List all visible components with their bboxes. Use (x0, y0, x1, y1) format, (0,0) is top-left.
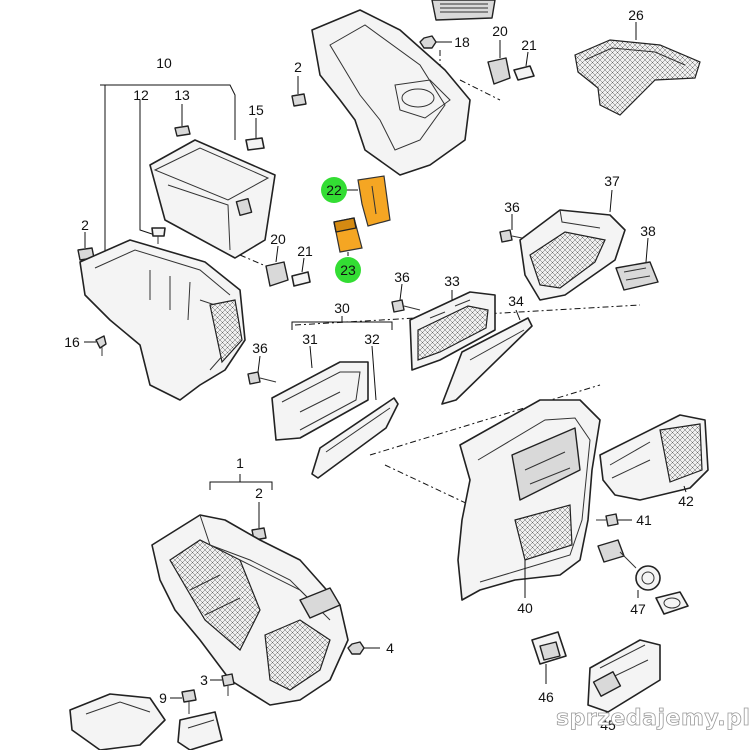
cap-21-left (291, 257, 311, 287)
vent-housing-37 (519, 189, 626, 301)
switch-20-top (487, 40, 511, 85)
callout-40: 40 (517, 600, 533, 616)
screw-12 (151, 227, 166, 244)
screw-41 (596, 513, 632, 527)
highlight-part-22 (346, 175, 391, 227)
callout-4: 4 (386, 640, 394, 656)
lower-trim-partial (69, 693, 223, 750)
screw-3 (210, 673, 235, 696)
clip-2-top (291, 76, 307, 107)
callout-41: 41 (636, 512, 652, 528)
storage-box-12 (139, 100, 276, 259)
callout-1: 1 (236, 455, 244, 471)
callout-2a: 2 (294, 59, 302, 75)
callout-37: 37 (604, 173, 620, 189)
callout-10: 10 (156, 55, 172, 71)
socket-47 (597, 539, 689, 615)
callout-34: 34 (508, 293, 524, 309)
callout-42: 42 (678, 493, 694, 509)
callout-21b: 21 (297, 243, 313, 259)
highlight-bubble-22 (321, 177, 347, 203)
callout-22: 22 (326, 182, 342, 198)
callout-13: 13 (174, 87, 190, 103)
callout-31: 31 (302, 331, 318, 347)
callout-36c: 36 (252, 340, 268, 356)
screw-16 (84, 335, 107, 356)
nut-18 (419, 35, 452, 49)
screw-36-middle (391, 283, 421, 313)
cap-21-top (513, 51, 535, 81)
callout-38: 38 (640, 223, 656, 239)
callout-15: 15 (248, 102, 264, 118)
watermark-text: sprzedajemy.pl (556, 706, 750, 731)
cup-insert-26 (574, 22, 701, 116)
bracket-30 (291, 316, 393, 330)
connector-38 (615, 237, 659, 291)
clip-2-bottom (251, 502, 267, 541)
panel-34 (441, 309, 533, 405)
callout-47: 47 (630, 601, 646, 617)
callout-2c: 2 (255, 485, 263, 501)
callout-26: 26 (628, 7, 644, 23)
callout-18: 18 (454, 34, 470, 50)
callout-20b: 20 (270, 231, 286, 247)
callout-33: 33 (444, 273, 460, 289)
screw-36-left (247, 355, 277, 385)
callout-23: 23 (340, 262, 356, 278)
clip-13 (174, 104, 191, 137)
callout-labels: 1 2 2 2 3 4 9 10 12 13 15 16 18 20 20 21… (64, 7, 694, 733)
callout-46: 46 (538, 689, 554, 705)
callout-36b: 36 (394, 269, 410, 285)
callout-30: 30 (334, 300, 350, 316)
nut-4 (347, 641, 380, 655)
callout-12: 12 (133, 87, 149, 103)
callout-45: 45 (600, 717, 616, 733)
callout-32: 32 (364, 331, 380, 347)
cover-32 (311, 345, 399, 479)
rear-trim-40 (457, 399, 601, 601)
screw-9 (170, 689, 197, 714)
control-panel-33 (409, 290, 496, 371)
cap-15 (245, 118, 265, 151)
console-top-housing (311, 0, 496, 176)
switch-20-left (265, 245, 289, 287)
callout-21a: 21 (521, 37, 537, 53)
armrest-body (79, 239, 246, 401)
callout-20a: 20 (492, 23, 508, 39)
callout-3: 3 (200, 672, 208, 688)
watermark: sprzedajemy.pl (556, 706, 750, 732)
highlight-bubble-23 (335, 257, 361, 283)
callout-36a: 36 (504, 199, 520, 215)
ashtray-31 (271, 345, 369, 441)
vent-42 (599, 414, 709, 501)
highlight-part-23 (333, 217, 363, 256)
bracket-10 (100, 84, 236, 255)
callout-16: 16 (64, 334, 80, 350)
main-frame-1 (151, 474, 349, 706)
switch-46 (531, 631, 567, 684)
switch-panel-45 (587, 639, 661, 717)
callout-2b: 2 (81, 217, 89, 233)
callout-9: 9 (159, 690, 167, 706)
clip-2-left (77, 232, 95, 261)
